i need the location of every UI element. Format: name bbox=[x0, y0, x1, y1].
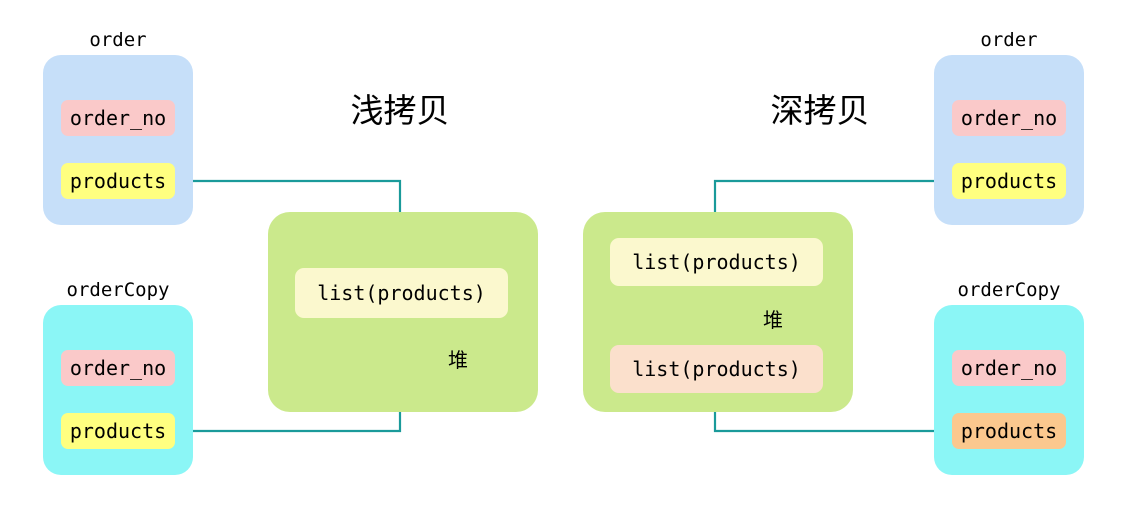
right-ordercopy-card[interactable]: order_no products bbox=[934, 305, 1084, 475]
left-heap-list-item-0[interactable]: list(products) bbox=[295, 268, 508, 318]
left-ordercopy-field-products[interactable]: products bbox=[61, 413, 175, 449]
left-order-card-title: order bbox=[89, 29, 147, 51]
right-ordercopy-card-title: orderCopy bbox=[957, 279, 1061, 301]
right-order-card[interactable]: order_no products bbox=[934, 55, 1084, 225]
right-heap-list-item-0[interactable]: list(products) bbox=[610, 238, 823, 286]
left-heap: list(products) 堆 bbox=[268, 212, 538, 412]
left-order-card[interactable]: order_no products bbox=[43, 55, 193, 225]
right-order-card-title: order bbox=[980, 29, 1038, 51]
right-order-field-products[interactable]: products bbox=[952, 163, 1066, 199]
right-ordercopy-field-order-no[interactable]: order_no bbox=[952, 350, 1066, 386]
right-heap-label: 堆 bbox=[763, 308, 783, 332]
right-ordercopy-field-products[interactable]: products bbox=[952, 413, 1066, 449]
right-heap-list-item-1[interactable]: list(products) bbox=[610, 345, 823, 393]
right-order-field-order-no[interactable]: order_no bbox=[952, 100, 1066, 136]
right-heap: list(products) 堆 list(products) bbox=[583, 212, 853, 412]
section-title-deep-copy: 深拷贝 bbox=[770, 91, 870, 130]
left-ordercopy-card[interactable]: order_no products bbox=[43, 305, 193, 475]
left-heap-label: 堆 bbox=[448, 348, 468, 372]
left-ordercopy-card-title: orderCopy bbox=[66, 279, 170, 301]
section-title-shallow-copy: 浅拷贝 bbox=[350, 91, 450, 130]
left-ordercopy-field-order-no[interactable]: order_no bbox=[61, 350, 175, 386]
left-order-field-products[interactable]: products bbox=[61, 163, 175, 199]
left-order-field-order-no[interactable]: order_no bbox=[61, 100, 175, 136]
